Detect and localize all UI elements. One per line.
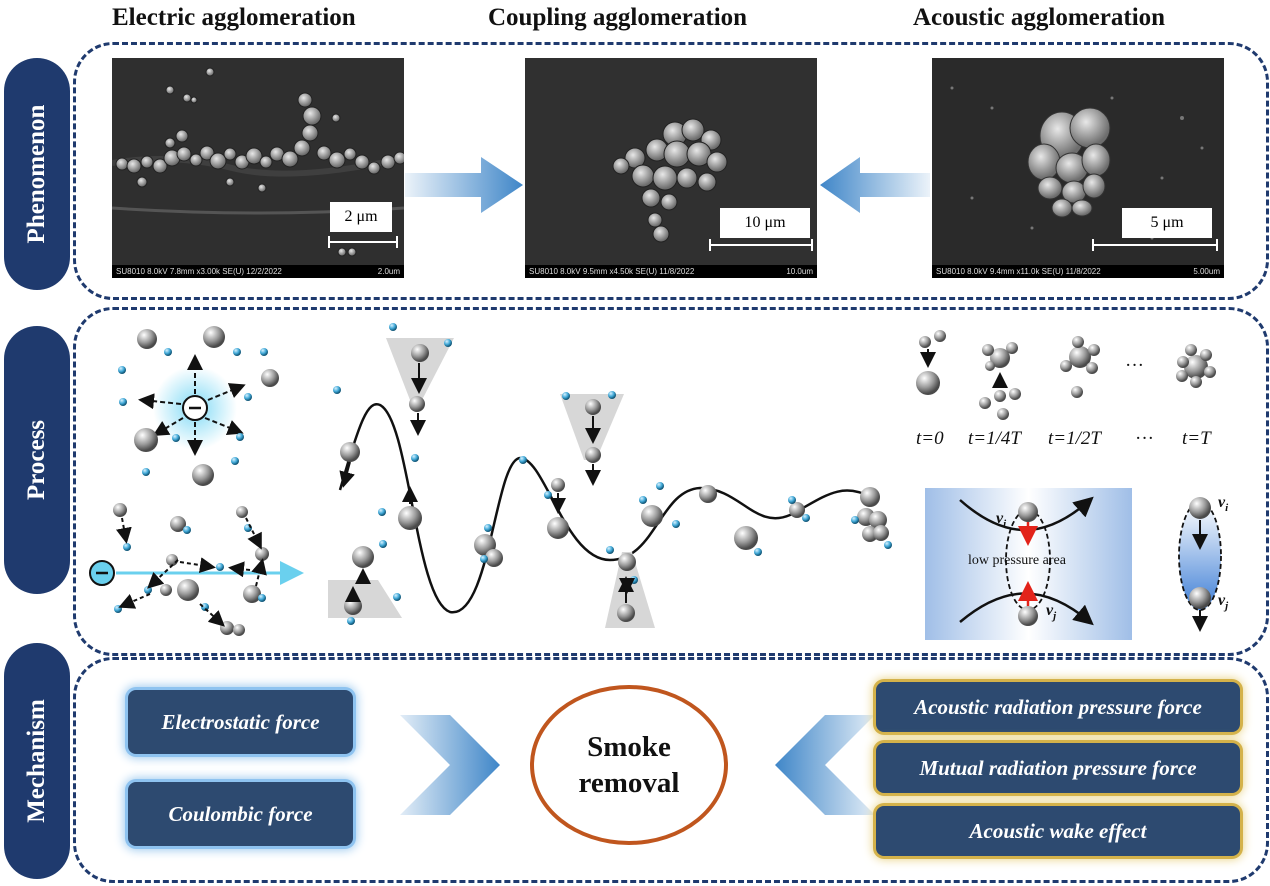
time-label-3: ··· (1135, 428, 1154, 449)
sem-image-coupling: 10 μm SU8010 8.0kV 9.5mm x4.50k SE(U) 11… (525, 58, 817, 278)
sequence-ellipsis: ··· (1125, 355, 1144, 376)
velocity-vi-label-left: vi (996, 510, 1007, 531)
time-label-1: t=1/4T (968, 428, 1021, 449)
force-box-mutual-radiation: Mutual radiation pressure force (876, 743, 1240, 793)
sem-footer-acoustic: SU8010 8.0kV 9.4mm x11.0k SE(U) 11/8/202… (932, 265, 1224, 278)
scale-label-electric: 2 μm (330, 202, 392, 232)
phenomenon-panel (73, 42, 1269, 300)
row-label-mechanism: Mechanism (4, 643, 70, 879)
time-label-4: t=T (1182, 428, 1211, 449)
scale-label-acoustic: 5 μm (1122, 208, 1212, 238)
process-panel (73, 307, 1269, 656)
velocity-vj-label-left: vj (1046, 602, 1057, 623)
scale-bar-acoustic (1092, 239, 1218, 251)
time-label-2: t=1/2T (1048, 428, 1101, 449)
velocity-vi-label-right: vi (1218, 494, 1229, 515)
acoustic-cluster (932, 58, 1224, 265)
sem-image-acoustic: 5 μm SU8010 8.0kV 9.4mm x11.0k SE(U) 11/… (932, 58, 1224, 278)
smoke-removal-ellipse: Smoke removal (530, 685, 728, 845)
scale-bar-electric (328, 236, 398, 248)
scale-bar-coupling (709, 239, 813, 251)
row-label-process: Process (4, 326, 70, 594)
arrow-right-to-coupling (405, 157, 523, 213)
sem-image-electric: 2 μm SU8010 8.0kV 7.8mm x3.00k SE(U) 12/… (112, 58, 404, 278)
smoke-removal-line-2: removal (578, 767, 680, 799)
velocity-vj-label-right: vj (1218, 592, 1229, 613)
scale-label-coupling: 10 μm (720, 208, 810, 238)
force-box-coulombic: Coulombic force (128, 782, 353, 846)
title-coupling-agglomeration: Coupling agglomeration (488, 4, 748, 31)
mechanism-panel (73, 657, 1269, 883)
chevron-arrow-right (775, 715, 875, 815)
smoke-removal-line-1: Smoke (587, 731, 671, 763)
force-box-electrostatic: Electrostatic force (128, 690, 353, 754)
force-box-acoustic-radiation: Acoustic radiation pressure force (876, 682, 1240, 732)
low-pressure-area-label: low pressure area (968, 553, 1066, 568)
chevron-arrow-left (400, 715, 500, 815)
title-acoustic-agglomeration: Acoustic agglomeration (913, 4, 1166, 31)
row-label-phenomenon: Phenomenon (4, 58, 70, 290)
sem-footer-coupling: SU8010 8.0kV 9.5mm x4.50k SE(U) 11/8/202… (525, 265, 817, 278)
force-box-acoustic-wake: Acoustic wake effect (876, 806, 1240, 856)
title-electric-agglomeration: Electric agglomeration (112, 4, 356, 31)
sem-footer-electric: SU8010 8.0kV 7.8mm x3.00k SE(U) 12/2/202… (112, 265, 404, 278)
time-label-0: t=0 (916, 428, 944, 449)
arrow-left-to-coupling (820, 157, 930, 213)
